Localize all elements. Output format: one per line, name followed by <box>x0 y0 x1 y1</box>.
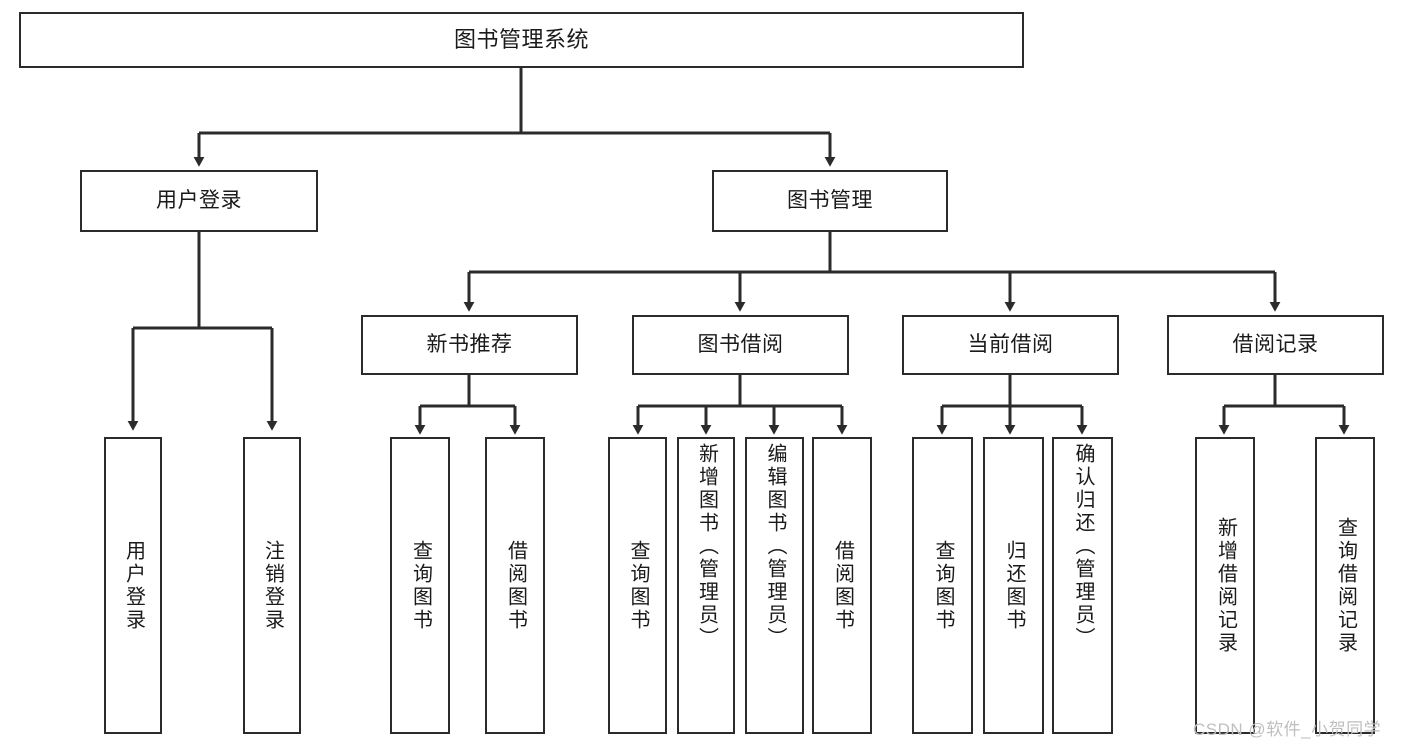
node-label: 归还图书 <box>1003 539 1025 632</box>
node-label: 查询图书 <box>932 539 954 632</box>
node-label: 新增图书（管理员） <box>695 443 718 650</box>
node-label: 用户登录 <box>156 188 242 212</box>
node-label: 查询借阅记录 <box>1334 516 1357 655</box>
node-label: 新增借阅记录 <box>1214 516 1237 655</box>
leaf-borrow-borrow-book[interactable]: 借阅图书 <box>812 437 872 734</box>
node-label: 新书推荐 <box>426 332 513 356</box>
node-label: 用户登录 <box>122 539 145 632</box>
node-label: 图书管理系统 <box>453 27 589 53</box>
leaf-current-confirm-return-admin[interactable]: 确认归还（管理员） <box>1052 437 1113 734</box>
node-root-system[interactable]: 图书管理系统 <box>19 12 1024 68</box>
leaf-user-login-login[interactable]: 用户登录 <box>104 437 162 734</box>
node-label: 当前借阅 <box>967 332 1054 356</box>
leaf-recommend-borrow-book[interactable]: 借阅图书 <box>485 437 545 734</box>
node-label: 注销登录 <box>261 539 284 632</box>
leaf-user-login-logout[interactable]: 注销登录 <box>243 437 301 734</box>
leaf-current-return-book[interactable]: 归还图书 <box>983 437 1044 734</box>
node-label: 借阅图书 <box>504 539 527 632</box>
node-label: 图书借阅 <box>697 332 784 356</box>
leaf-current-query-book[interactable]: 查询图书 <box>912 437 973 734</box>
leaf-borrow-add-book-admin[interactable]: 新增图书（管理员） <box>677 437 735 734</box>
node-label: 编辑图书（管理员） <box>764 443 786 650</box>
csdn-watermark: CSDN @软件_小贺同学 <box>1193 720 1382 739</box>
node-label: 图书管理 <box>787 188 873 212</box>
node-current-borrow[interactable]: 当前借阅 <box>902 315 1119 375</box>
leaf-borrow-edit-book-admin[interactable]: 编辑图书（管理员） <box>745 437 804 734</box>
node-borrow-record[interactable]: 借阅记录 <box>1167 315 1384 375</box>
leaf-record-query-record[interactable]: 查询借阅记录 <box>1315 437 1375 734</box>
node-label: 查询图书 <box>627 539 649 632</box>
leaf-recommend-query-book[interactable]: 查询图书 <box>390 437 450 734</box>
node-book-management[interactable]: 图书管理 <box>712 170 948 232</box>
node-user-login[interactable]: 用户登录 <box>80 170 318 232</box>
leaf-record-add-record[interactable]: 新增借阅记录 <box>1195 437 1255 734</box>
leaf-borrow-query-book[interactable]: 查询图书 <box>608 437 667 734</box>
node-book-borrow[interactable]: 图书借阅 <box>632 315 849 375</box>
node-label: 借阅图书 <box>831 539 854 632</box>
node-label: 查询图书 <box>409 539 432 632</box>
node-label: 确认归还（管理员） <box>1072 443 1094 650</box>
node-label: 借阅记录 <box>1232 332 1319 356</box>
node-new-book-recommend[interactable]: 新书推荐 <box>361 315 578 375</box>
